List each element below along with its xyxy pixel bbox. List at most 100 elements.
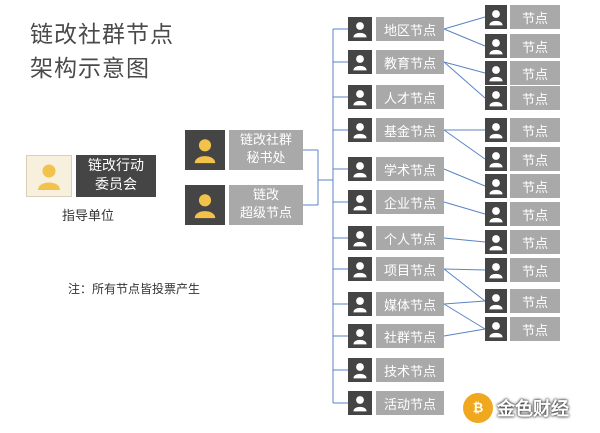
category-label: 媒体节点 bbox=[376, 292, 444, 316]
leaf-avatar bbox=[485, 34, 507, 58]
connector-line bbox=[443, 129, 486, 160]
category-avatar bbox=[348, 324, 372, 348]
leaf-label: 节点 bbox=[510, 230, 560, 254]
person-icon bbox=[38, 164, 60, 190]
person-icon bbox=[489, 66, 503, 82]
category-avatar bbox=[348, 226, 372, 250]
person-icon bbox=[353, 297, 367, 313]
category-label: 企业节点 bbox=[376, 190, 444, 214]
category-avatar bbox=[348, 118, 372, 142]
connector-line bbox=[443, 201, 486, 215]
leaf-label: 节点 bbox=[510, 34, 560, 58]
category-label: 社群节点 bbox=[376, 324, 444, 348]
leaf-avatar bbox=[485, 174, 507, 198]
person-icon bbox=[353, 363, 367, 379]
footnote: 注：所有节点皆投票产生 bbox=[68, 282, 201, 296]
leaf-avatar bbox=[485, 86, 507, 110]
leaf-label: 节点 bbox=[510, 258, 560, 282]
super-node-label-line-1: 链改 bbox=[252, 188, 279, 203]
leaf-label: 节点 bbox=[510, 317, 560, 341]
category-avatar bbox=[348, 358, 372, 382]
person-icon bbox=[353, 90, 367, 106]
category-label: 教育节点 bbox=[376, 50, 444, 74]
leaf-avatar bbox=[485, 61, 507, 85]
connector-line bbox=[443, 61, 486, 74]
guide-label-line-1: 链改行动 bbox=[88, 158, 144, 174]
person-icon bbox=[353, 231, 367, 247]
person-icon bbox=[489, 123, 503, 139]
connector-line bbox=[443, 16, 486, 30]
watermark-logo: ₿ bbox=[463, 393, 493, 423]
person-icon bbox=[353, 123, 367, 139]
guide-caption: 指导单位 bbox=[62, 209, 115, 224]
leaf-avatar bbox=[485, 202, 507, 226]
guide-label: 链改行动 委员会 bbox=[76, 155, 156, 197]
connector-line bbox=[443, 328, 486, 337]
connector-line bbox=[443, 28, 486, 47]
category-avatar bbox=[348, 85, 372, 109]
category-avatar bbox=[348, 157, 372, 181]
watermark: ₿ 金色财经 bbox=[463, 390, 593, 426]
category-avatar bbox=[348, 190, 372, 214]
title-line-2: 架构示意图 bbox=[30, 56, 150, 82]
category-avatar bbox=[348, 50, 372, 74]
connector-line bbox=[443, 300, 486, 305]
guide-label-line-2: 委员会 bbox=[95, 177, 137, 193]
leaf-avatar bbox=[485, 289, 507, 313]
person-icon bbox=[353, 195, 367, 211]
category-label: 学术节点 bbox=[376, 157, 444, 181]
category-label: 活动节点 bbox=[376, 391, 444, 415]
leaf-avatar bbox=[485, 258, 507, 282]
person-icon bbox=[489, 179, 503, 195]
person-icon bbox=[194, 194, 216, 219]
person-icon bbox=[194, 139, 216, 164]
person-icon bbox=[353, 162, 367, 178]
person-icon bbox=[353, 55, 367, 71]
category-label: 地区节点 bbox=[376, 17, 444, 41]
category-label: 个人节点 bbox=[376, 226, 444, 250]
person-icon bbox=[489, 207, 503, 223]
category-label: 项目节点 bbox=[376, 257, 444, 281]
person-icon bbox=[489, 322, 503, 338]
leaf-label: 节点 bbox=[510, 174, 560, 198]
person-icon bbox=[489, 294, 503, 310]
person-icon bbox=[489, 39, 503, 55]
super-node-label: 链改 超级节点 bbox=[229, 185, 303, 225]
connector-line bbox=[443, 168, 486, 187]
connector-line bbox=[443, 237, 486, 243]
secretariat-avatar bbox=[185, 130, 225, 170]
connector-line bbox=[443, 303, 486, 330]
leaf-label: 节点 bbox=[510, 118, 560, 142]
category-avatar bbox=[348, 17, 372, 41]
person-icon bbox=[353, 396, 367, 412]
connector-line bbox=[443, 61, 486, 99]
category-label: 技术节点 bbox=[376, 358, 444, 382]
leaf-avatar bbox=[485, 118, 507, 142]
connector-line bbox=[443, 268, 486, 271]
leaf-avatar bbox=[485, 5, 507, 29]
leaf-avatar bbox=[485, 230, 507, 254]
category-avatar bbox=[348, 391, 372, 415]
super-node-label-line-2: 超级节点 bbox=[239, 206, 292, 221]
leaf-avatar bbox=[485, 147, 507, 171]
person-icon bbox=[489, 152, 503, 168]
category-avatar bbox=[348, 257, 372, 281]
watermark-text: 金色财经 bbox=[497, 399, 569, 420]
secretariat-label: 链改社群 秘书处 bbox=[229, 130, 303, 170]
person-icon bbox=[353, 329, 367, 345]
leaf-label: 节点 bbox=[510, 289, 560, 313]
person-icon bbox=[489, 235, 503, 251]
leaf-avatar bbox=[485, 317, 507, 341]
connector-line bbox=[443, 268, 486, 302]
person-icon bbox=[353, 22, 367, 38]
super-node-avatar bbox=[185, 185, 225, 225]
guide-avatar bbox=[26, 155, 72, 197]
leaf-label: 节点 bbox=[510, 61, 560, 85]
secretariat-label-line-2: 秘书处 bbox=[246, 151, 286, 166]
secretariat-label-line-1: 链改社群 bbox=[239, 133, 292, 148]
category-label: 基金节点 bbox=[376, 118, 444, 142]
category-label: 人才节点 bbox=[376, 85, 444, 109]
diagram-title: 链改社群节点 架构示意图 bbox=[30, 18, 174, 86]
person-icon bbox=[489, 10, 503, 26]
category-avatar bbox=[348, 292, 372, 316]
